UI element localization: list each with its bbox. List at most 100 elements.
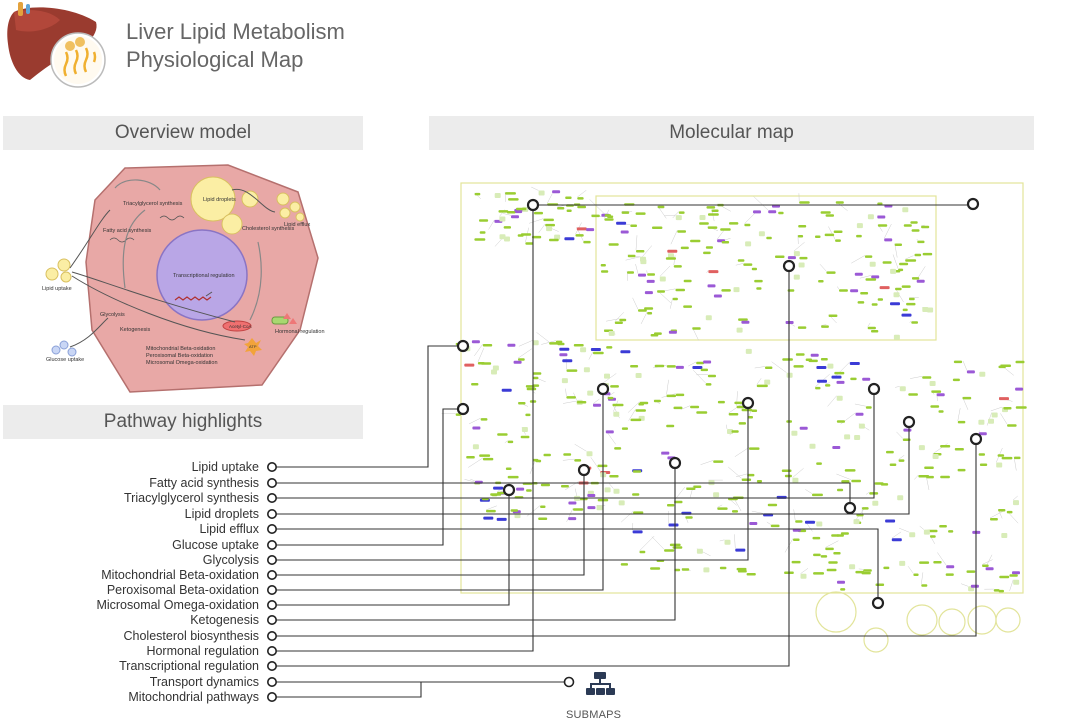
map-node [549, 238, 559, 242]
map-node [765, 366, 773, 369]
map-node [471, 383, 479, 386]
map-node [587, 506, 596, 510]
pathway-lipid-efflux[interactable]: Lipid efflux [199, 522, 259, 536]
map-node [877, 298, 883, 301]
ov-label-micro-omega: Microsomal Omega-oxidation [146, 360, 218, 366]
map-node [997, 454, 1005, 457]
map-node [632, 493, 640, 496]
pathway-perox-beta-oxidation[interactable]: Peroxisomal Beta-oxidation [106, 583, 259, 597]
submaps-label[interactable]: SUBMAPS [566, 709, 622, 721]
map-node [945, 573, 954, 576]
map-node [635, 409, 646, 412]
map-node [744, 223, 751, 227]
map-node [499, 216, 506, 222]
map-node [573, 508, 584, 511]
map-node [664, 549, 675, 552]
map-node [498, 210, 509, 213]
map-node [902, 308, 908, 312]
pathway-transport-dynamics[interactable]: Transport dynamics [149, 675, 259, 689]
map-node [909, 297, 915, 301]
pathway-lipid-uptake[interactable]: Lipid uptake [191, 460, 259, 474]
hierarchy-icon[interactable] [586, 672, 615, 695]
map-node [797, 326, 807, 329]
map-node [612, 403, 624, 407]
pathway-triacylglycerol-synthesis[interactable]: Triacylglycerol synthesis [124, 491, 259, 505]
map-node [703, 567, 710, 573]
map-node [657, 205, 665, 209]
map-node [525, 413, 531, 417]
pathway-cholesterol-biosynthesis[interactable]: Cholesterol biosynthesis [123, 629, 260, 643]
map-node [479, 454, 491, 457]
map-node [608, 330, 615, 336]
pathway-transcriptional-regulation[interactable]: Transcriptional regulation [119, 659, 259, 673]
map-node [711, 209, 719, 212]
map-node [713, 492, 720, 498]
pathway-fatty-acid-synthesis[interactable]: Fatty acid synthesis [149, 476, 259, 490]
map-node [654, 364, 665, 368]
map-node [903, 224, 912, 227]
map-node [921, 584, 928, 587]
map-node [996, 462, 1003, 468]
connector-cholesterol [272, 439, 977, 637]
map-node [696, 361, 705, 365]
pathway-hormonal-regulation[interactable]: Hormonal regulation [146, 644, 259, 658]
connector-glycolysis [272, 403, 749, 561]
map-node [479, 219, 489, 222]
map-node [666, 424, 675, 428]
map-node [791, 560, 801, 564]
map-node [627, 254, 636, 258]
map-node [999, 397, 1009, 401]
map-node [604, 487, 611, 493]
map-node [756, 480, 762, 483]
pathway-mito-beta-oxidation[interactable]: Mitochondrial Beta-oxidation [101, 568, 259, 582]
map-node [493, 486, 504, 490]
map-node [858, 423, 865, 429]
pathway-glycolysis[interactable]: Glycolysis [202, 553, 259, 567]
map-node [930, 405, 940, 408]
map-node [543, 453, 551, 457]
map-node [898, 268, 904, 272]
map-node [747, 473, 755, 477]
map-node [491, 493, 498, 497]
map-node [508, 198, 519, 201]
map-node [857, 301, 865, 304]
map-node [545, 223, 555, 227]
pathway-ketogenesis[interactable]: Ketogenesis [190, 613, 259, 627]
map-node [708, 270, 719, 274]
map-node [546, 226, 553, 232]
map-node [620, 230, 629, 234]
map-node [505, 467, 512, 470]
pathway-microsomal-omega-oxidation[interactable]: Microsomal Omega-oxidation [96, 598, 259, 612]
map-node [922, 252, 933, 256]
map-node [940, 445, 951, 448]
map-node [609, 475, 619, 478]
map-node [899, 386, 906, 392]
pathway-dot-hormonal [266, 645, 277, 656]
map-node [862, 507, 869, 510]
map-node [863, 569, 872, 572]
map-node [566, 209, 572, 212]
map-node [543, 218, 554, 222]
map-node [707, 226, 718, 229]
map-node [604, 373, 610, 379]
map-node [810, 353, 819, 357]
map-node [812, 536, 821, 540]
marker-hormonal-end [966, 197, 980, 211]
pathway-glucose-uptake[interactable]: Glucose uptake [172, 538, 259, 552]
ov-label-cholesterol: Cholesterol synthesis [242, 226, 295, 232]
map-node [1006, 510, 1013, 514]
ov-label-atp: ATP [249, 344, 257, 349]
map-node [835, 239, 841, 242]
map-node [745, 348, 752, 354]
map-node [735, 548, 746, 552]
map-node [924, 466, 934, 469]
pathway-mitochondrial-pathways[interactable]: Mitochondrial pathways [128, 690, 259, 704]
map-node [812, 493, 823, 497]
pathway-lipid-droplets[interactable]: Lipid droplets [184, 507, 259, 521]
map-node [865, 278, 877, 281]
marker-fatty-acid [843, 501, 857, 515]
map-node [494, 193, 501, 198]
map-node [917, 240, 925, 244]
map-node [666, 394, 676, 398]
